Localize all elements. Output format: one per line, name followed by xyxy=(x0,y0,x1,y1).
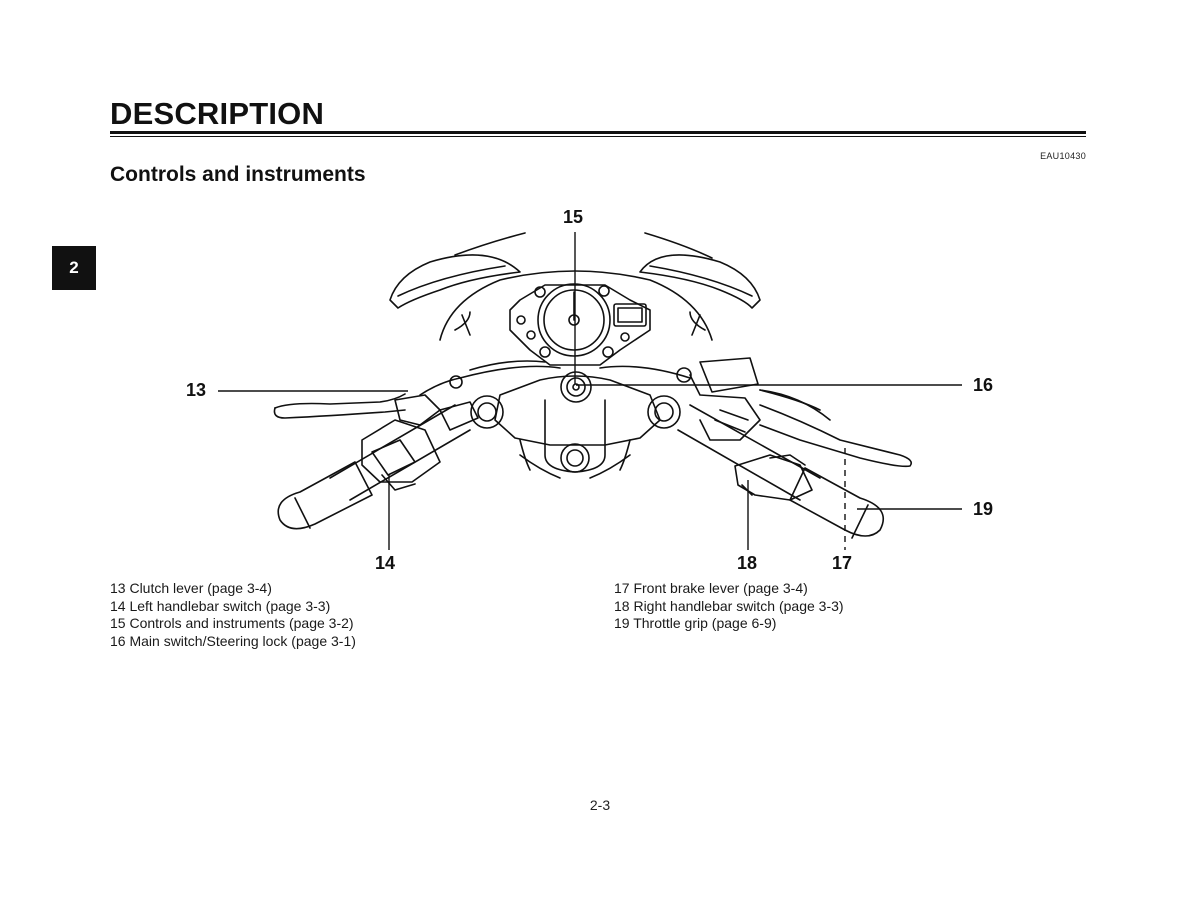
callout-19: 19 xyxy=(973,499,993,519)
legend-item-19: 19 Throttle grip (page 6-9) xyxy=(614,615,777,631)
callout-16: 16 xyxy=(973,375,993,395)
callout-17: 17 xyxy=(832,553,852,573)
legend-item-18: 18 Right handlebar switch (page 3-3) xyxy=(614,597,844,614)
legend-left: 13 Clutch lever (page 3-4) 14 Left handl… xyxy=(110,580,356,650)
callout-15: 15 xyxy=(563,207,583,227)
document-code: EAU10430 xyxy=(1040,151,1086,161)
callout-18: 18 xyxy=(737,553,757,573)
legend-item-16: 16 Main switch/Steering lock (page 3-1) xyxy=(110,632,356,649)
callout-leaders xyxy=(218,232,962,550)
page-number: 2-3 xyxy=(589,797,611,813)
legend-right: 17 Front brake lever (page 3-4) 18 Right… xyxy=(614,580,844,633)
legend-item-17: 17 Front brake lever (page 3-4) xyxy=(614,580,808,596)
legend-item-15: 15 Controls and instruments (page 3-2) xyxy=(110,615,354,631)
title-rule-thick xyxy=(110,131,1086,134)
page-title: DESCRIPTION xyxy=(110,96,325,131)
legend-item-14: 14 Left handlebar switch (page 3-3) xyxy=(110,597,331,614)
section-title: Controls and instruments xyxy=(110,163,366,186)
callout-13: 13 xyxy=(186,380,206,400)
chapter-tab: 2 xyxy=(52,246,96,290)
title-rule-thin xyxy=(110,136,1086,137)
callout-14: 14 xyxy=(375,553,395,573)
legend-item-13: 13 Clutch lever (page 3-4) xyxy=(110,580,272,596)
